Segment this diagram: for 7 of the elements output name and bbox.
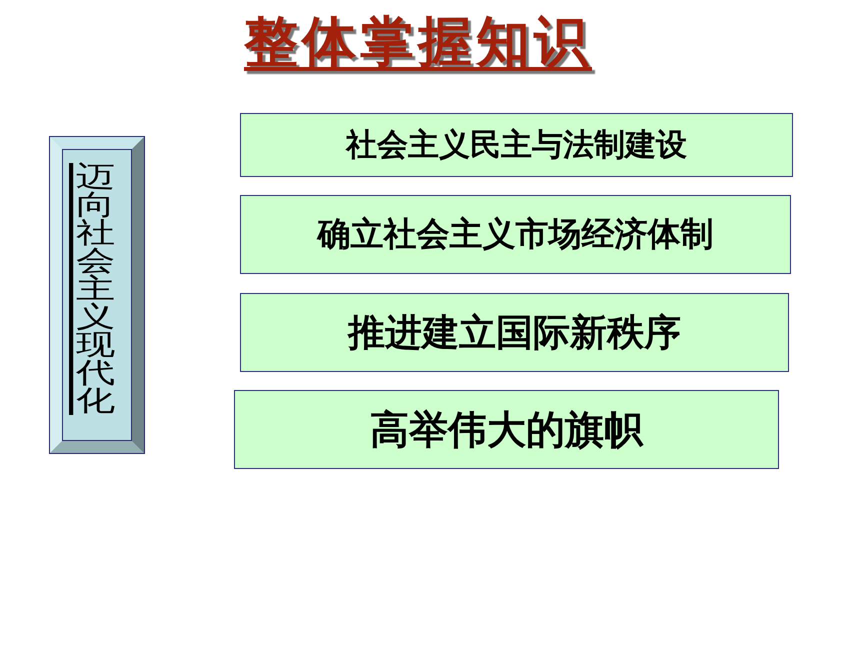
bevel-box [50, 137, 144, 453]
topic-box: 高举伟大的旗帜 [234, 390, 779, 469]
topic-box: 推进建立国际新秩序 [240, 293, 789, 372]
topic-box: 社会主义民主与法制建设 [240, 113, 793, 177]
title: 整体掌握知识 [244, 10, 592, 73]
topic-box: 确立社会主义市场经济体制 [240, 195, 791, 274]
vertical-label: 迈向社会主义现代化 [69, 163, 116, 415]
